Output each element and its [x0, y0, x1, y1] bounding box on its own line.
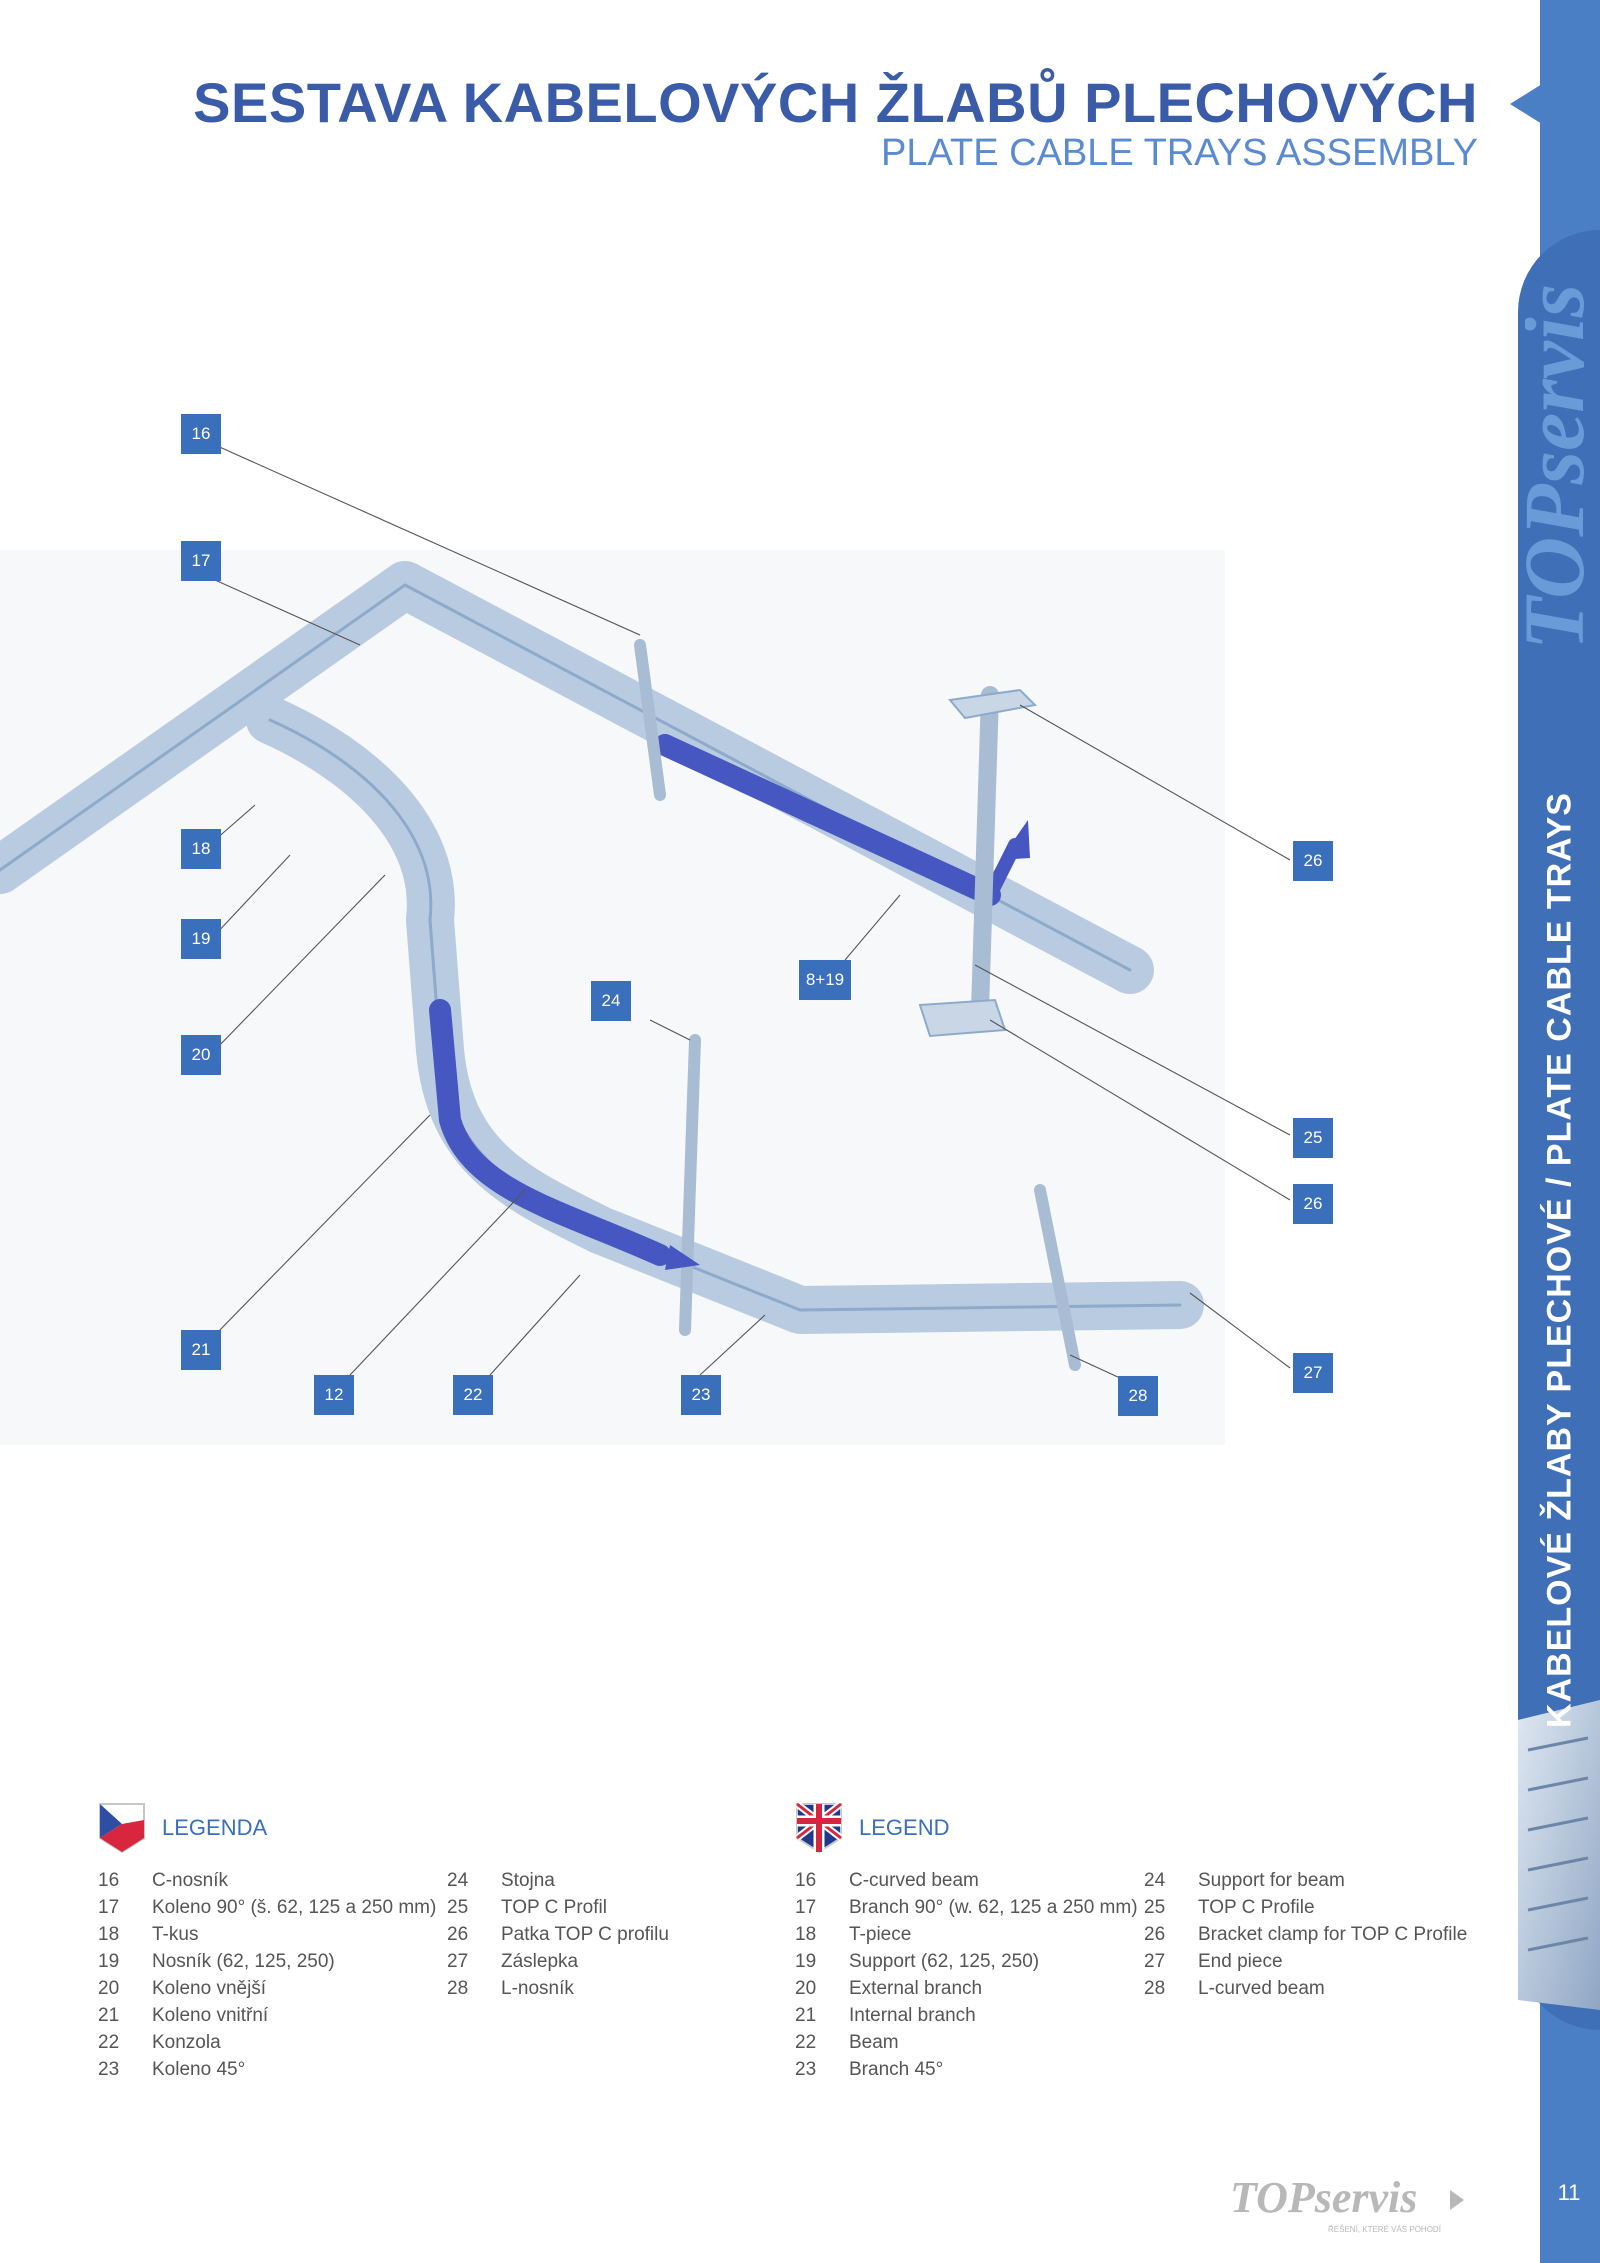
callout-20: 20 — [181, 1035, 221, 1075]
callout-12: 12 — [314, 1375, 354, 1415]
callout-26-bottom: 26 — [1293, 1184, 1333, 1224]
page-title: SESTAVA KABELOVÝCH ŽLABŮ PLECHOVÝCH — [193, 71, 1478, 134]
callout-27: 27 — [1293, 1353, 1333, 1393]
legend-en-title: LEGEND — [859, 1815, 950, 1840]
svg-text:TOPservis: TOPservis — [1230, 2173, 1417, 2222]
callout-16: 16 — [181, 414, 221, 454]
callout-25: 25 — [1293, 1118, 1333, 1158]
callout-24: 24 — [591, 981, 631, 1021]
callout-19: 19 — [181, 919, 221, 959]
callout-21: 21 — [181, 1330, 221, 1370]
rail-caption: KABELOVÉ ŽLABY PLECHOVÉ / PLATE CABLE TR… — [1540, 792, 1579, 1728]
topservis-logo: TOPservis ŘEŠENÍ, KTERÉ VÁS POHODÍ — [1230, 2173, 1464, 2234]
callout-8-19: 8+19 — [799, 960, 851, 1000]
callout-28: 28 — [1118, 1376, 1158, 1416]
page-number: 11 — [1557, 2180, 1581, 2205]
callout-18: 18 — [181, 829, 221, 869]
page-subtitle: PLATE CABLE TRAYS ASSEMBLY — [881, 132, 1478, 174]
rail-logo: TOPservis — [1525, 284, 1600, 650]
legend-cz-title: LEGENDA — [162, 1815, 268, 1840]
uk-flag-icon — [795, 1802, 843, 1854]
czech-flag-icon — [99, 1803, 145, 1854]
rail-tray-image — [1518, 1700, 1600, 2010]
callout-26-top: 26 — [1293, 841, 1333, 881]
svg-text:TOPservis: TOPservis — [1525, 284, 1600, 650]
callout-17: 17 — [181, 541, 221, 581]
callout-22: 22 — [453, 1375, 493, 1415]
svg-text:ŘEŠENÍ, KTERÉ VÁS POHODÍ: ŘEŠENÍ, KTERÉ VÁS POHODÍ — [1328, 2225, 1442, 2234]
play-arrow-icon — [1450, 2190, 1464, 2210]
callout-23: 23 — [681, 1375, 721, 1415]
rail-tab-arrow — [1510, 84, 1542, 124]
